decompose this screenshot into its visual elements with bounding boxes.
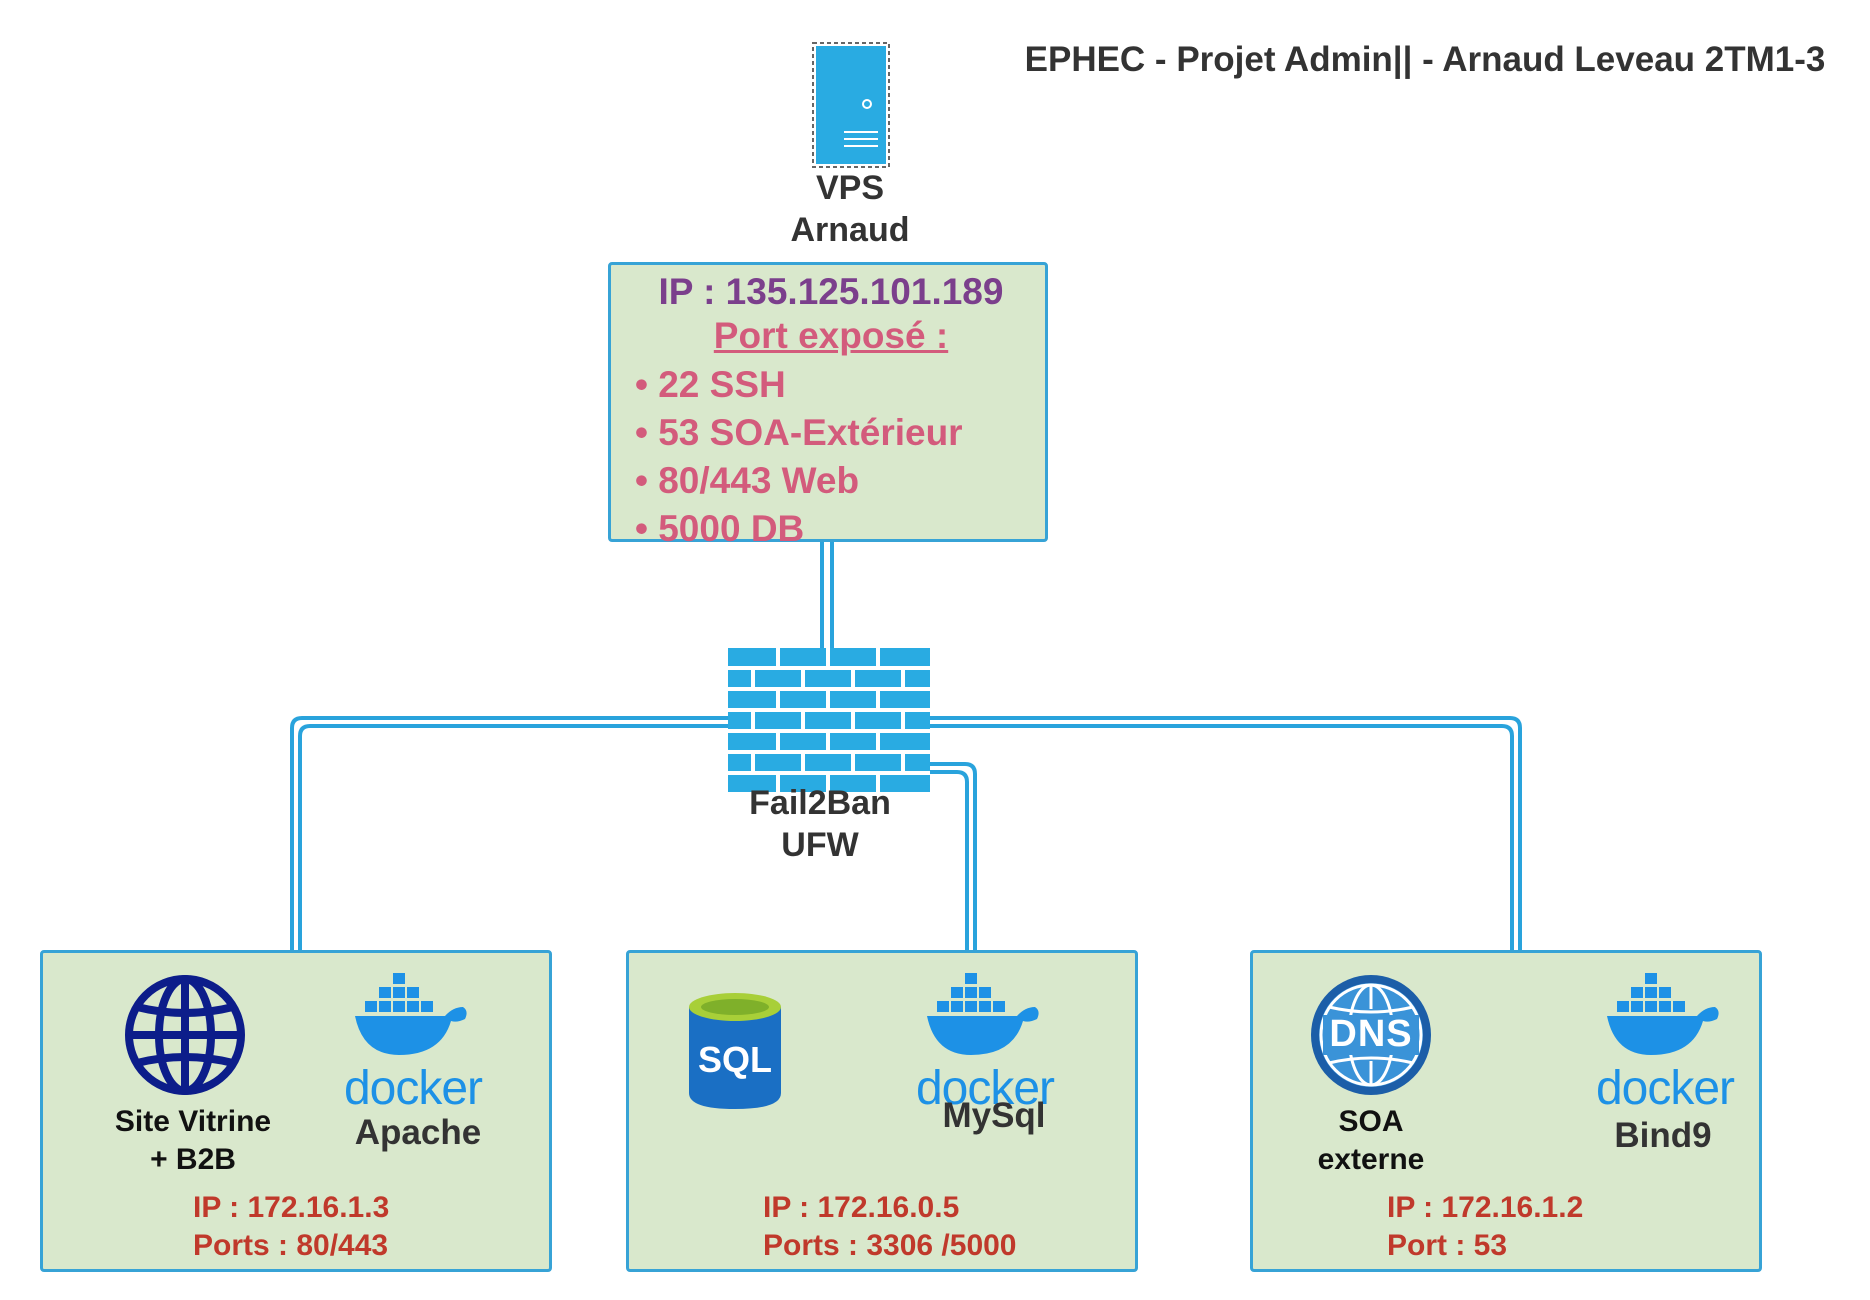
vps-port-list: • 22 SSH • 53 SOA-Extérieur • 80/443 Web… bbox=[635, 361, 963, 553]
vps-ip: IP : 135.125.101.189 bbox=[658, 271, 1004, 312]
vps-port-item: • 5000 DB bbox=[635, 508, 805, 549]
docker-logo-text: docker bbox=[343, 1062, 483, 1115]
server-label: VPS Arnaud bbox=[700, 167, 1000, 251]
node-database-service: MySql bbox=[942, 1096, 1046, 1135]
node-web-label-line2: + B2B bbox=[150, 1143, 236, 1176]
node-web-label-line1: Site Vitrine bbox=[114, 1105, 272, 1138]
node-database-ports: Ports : 3306 /5000 bbox=[763, 1229, 1017, 1262]
node-database-ip: IP : 172.16.0.5 bbox=[763, 1191, 960, 1224]
node-database: SQL docker MySql IP : 172.16.0.5 Ports :… bbox=[626, 950, 1138, 1272]
node-dns-label-line2: externe bbox=[1317, 1143, 1425, 1176]
wire-right-b bbox=[930, 724, 1514, 950]
vps-ports-title: Port exposé : bbox=[713, 315, 949, 356]
server-icon bbox=[812, 42, 890, 168]
dns-icon: DNS bbox=[1309, 973, 1433, 1097]
node-web-ip: IP : 172.16.1.3 bbox=[193, 1191, 390, 1224]
node-dns-ports: Port : 53 bbox=[1387, 1229, 1508, 1262]
docker-logo-text: docker bbox=[1595, 1062, 1735, 1115]
firewall-label: Fail2Ban UFW bbox=[700, 782, 940, 866]
node-dns-label: SOA externe bbox=[1281, 1103, 1461, 1179]
node-dns-service: Bind9 bbox=[1614, 1116, 1712, 1155]
globe-icon bbox=[123, 973, 247, 1097]
node-dns: DNS SOA externe docker Bind9 IP : 172.16… bbox=[1250, 950, 1762, 1272]
vps-port-item: • 53 SOA-Extérieur bbox=[635, 412, 963, 453]
vps-info-box: IP : 135.125.101.189 Port exposé : • 22 … bbox=[608, 262, 1048, 549]
wire-middle-a bbox=[930, 762, 977, 950]
sql-database-icon: SQL bbox=[687, 991, 783, 1111]
wire-middle-b bbox=[930, 770, 969, 950]
docker-icon bbox=[925, 971, 1045, 1061]
page-title: EPHEC - Projet Admin|| - Arnaud Leveau 2… bbox=[1024, 40, 1826, 79]
node-web: Site Vitrine + B2B docker Apache IP : 17… bbox=[40, 950, 552, 1272]
vps-port-item: • 80/443 Web bbox=[635, 460, 860, 501]
node-web-service: Apache bbox=[354, 1113, 482, 1152]
firewall-label-line2: UFW bbox=[781, 826, 859, 864]
node-web-label: Site Vitrine + B2B bbox=[63, 1103, 323, 1179]
wire-left-b bbox=[298, 724, 728, 950]
server-label-line1: VPS bbox=[815, 169, 885, 207]
docker-icon bbox=[353, 971, 473, 1061]
vps-port-item: • 22 SSH bbox=[635, 364, 786, 405]
firewall-label-line1: Fail2Ban bbox=[749, 784, 891, 822]
firewall-icon bbox=[728, 648, 930, 792]
wire-right-a bbox=[930, 716, 1522, 950]
wire-left-a bbox=[290, 716, 728, 950]
docker-icon bbox=[1605, 971, 1725, 1061]
node-web-ports: Ports : 80/443 bbox=[193, 1229, 389, 1262]
node-dns-label-line1: SOA bbox=[1338, 1105, 1404, 1138]
docker-logo-text: docker bbox=[915, 1062, 1055, 1115]
sql-icon-text: SQL bbox=[697, 1039, 772, 1080]
dns-icon-text: DNS bbox=[1329, 1013, 1413, 1055]
node-dns-ip: IP : 172.16.1.2 bbox=[1387, 1191, 1584, 1224]
server-label-line2: Arnaud bbox=[790, 211, 910, 249]
